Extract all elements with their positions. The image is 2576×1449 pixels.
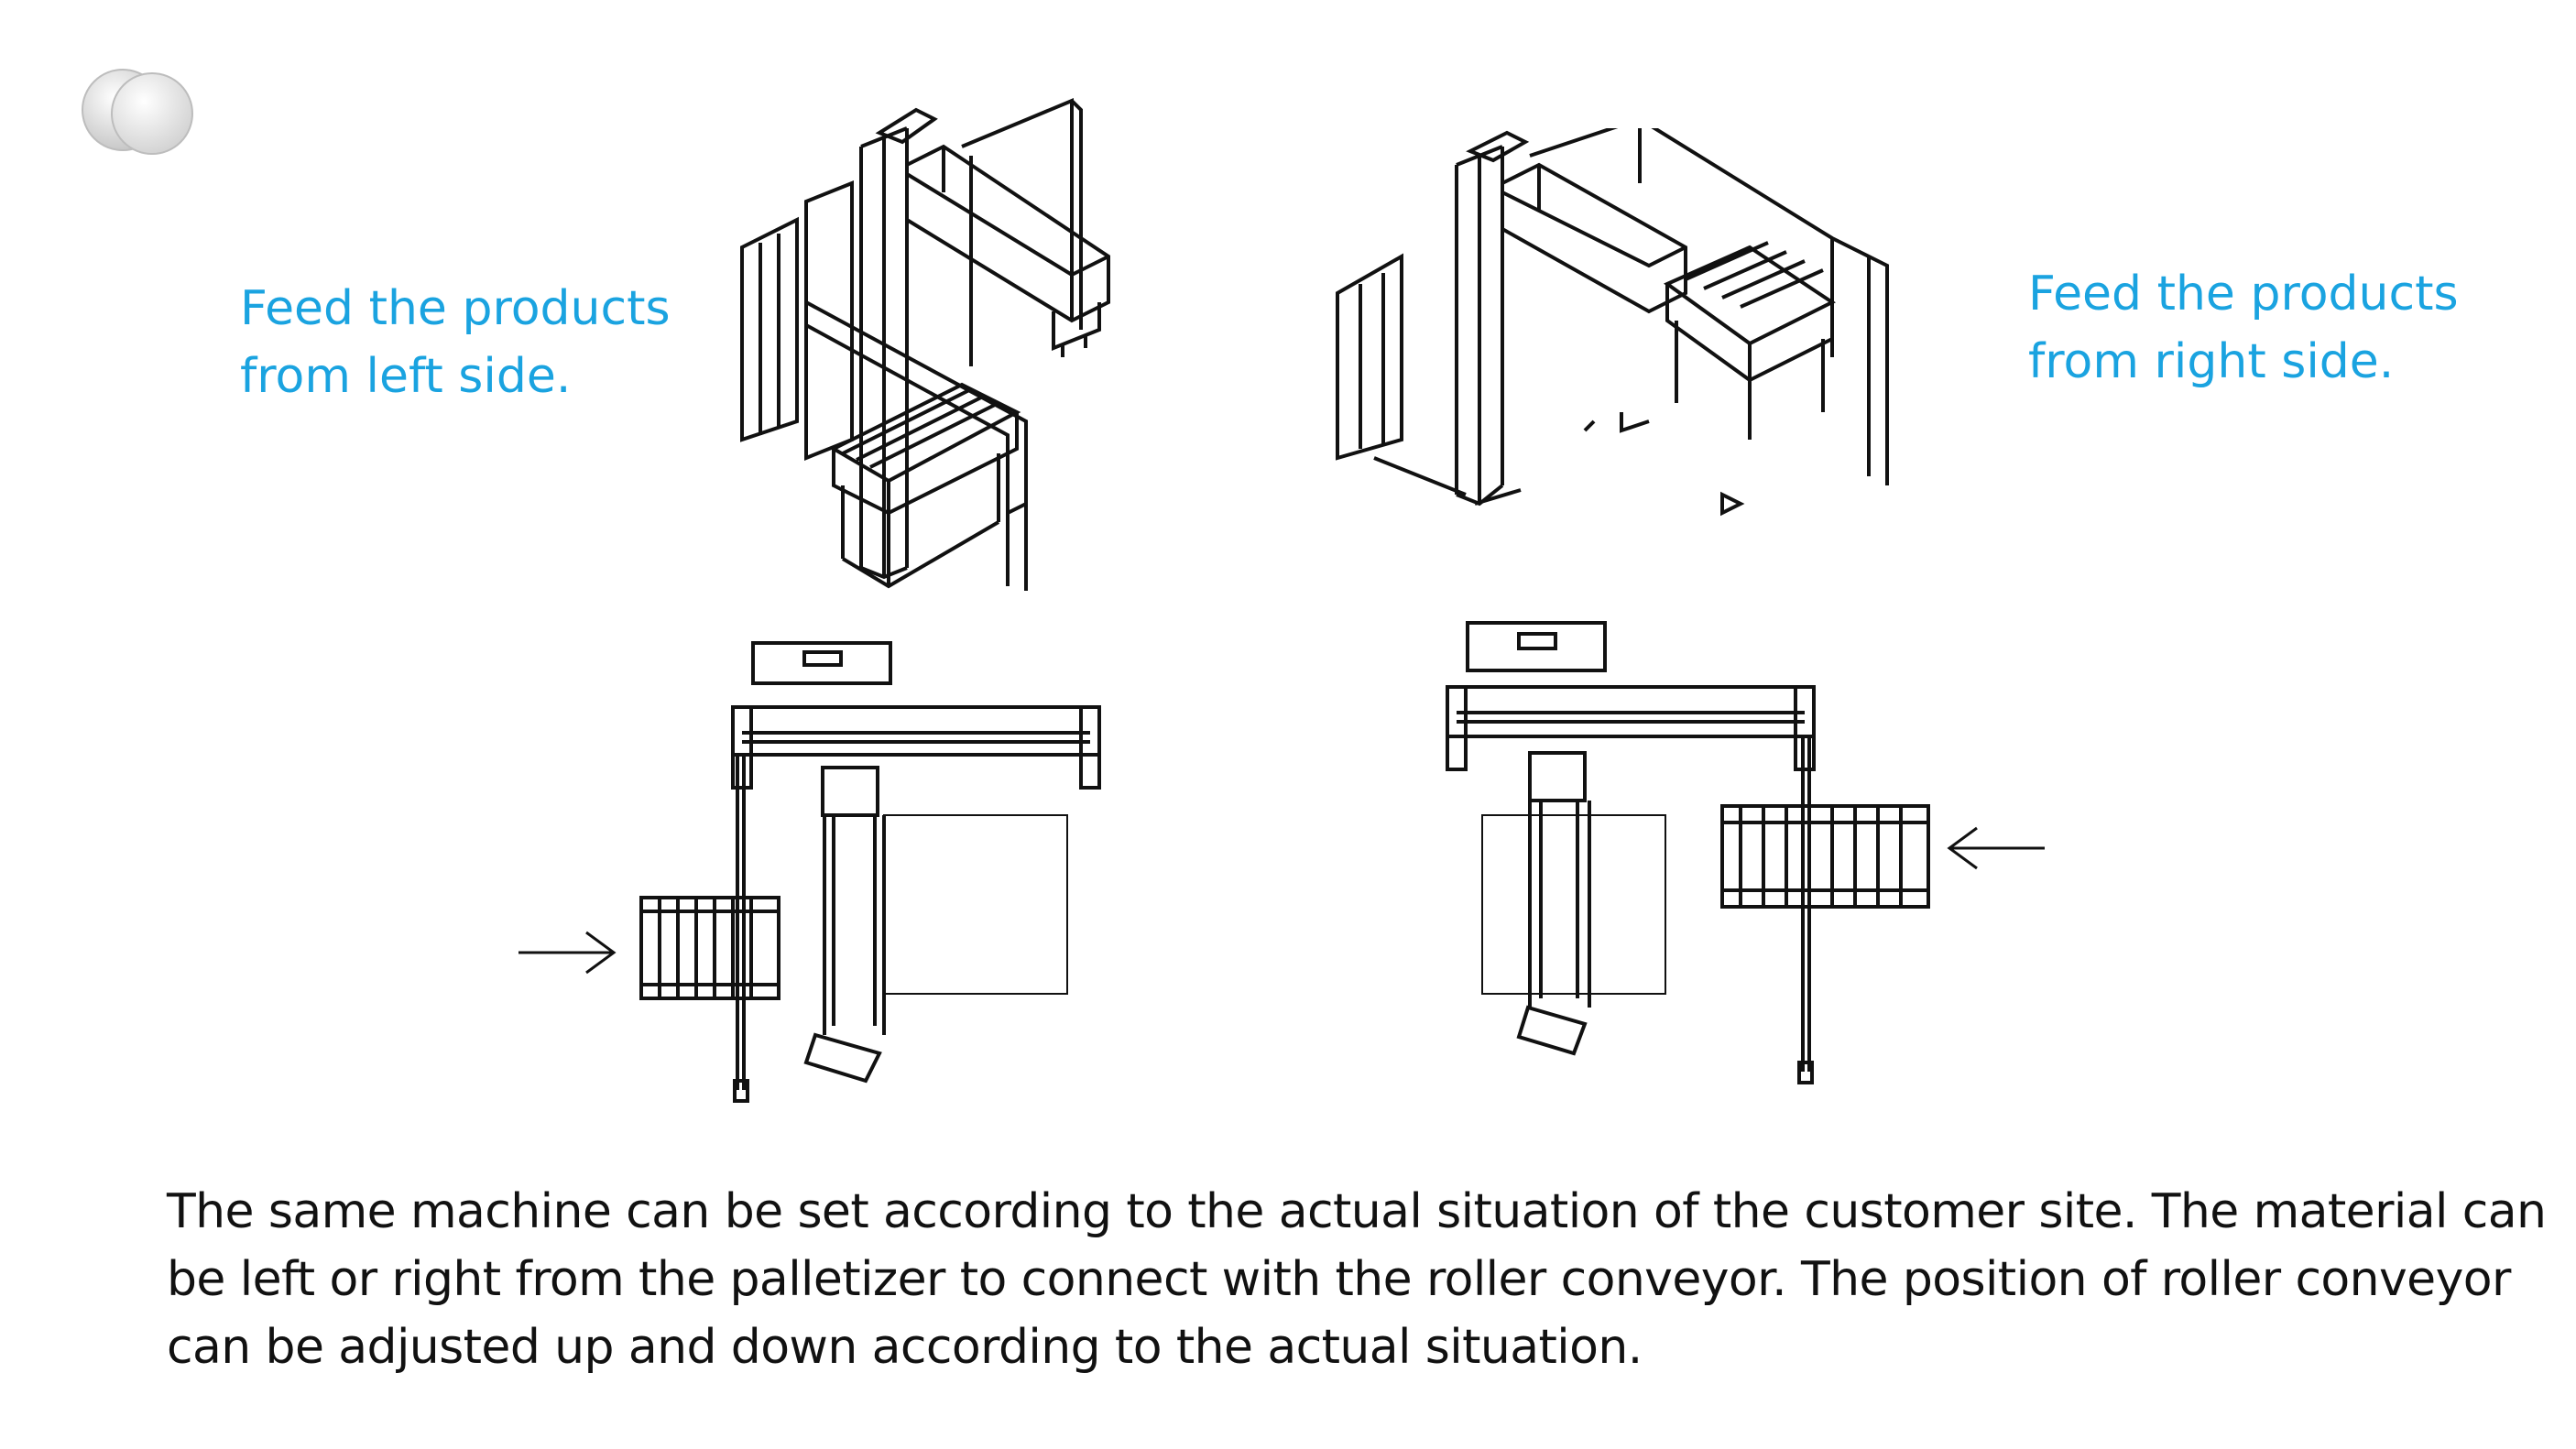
palletizer-top-view-left-feed	[639, 641, 1101, 1103]
arrow-right-icon	[518, 931, 617, 975]
caption-left-line2: from left side.	[240, 349, 572, 404]
palletizer-isometric-right-feed	[1336, 128, 1889, 517]
palletizer-top-view-right-feed	[1446, 621, 1930, 1084]
description-paragraph: The same machine can be set according to…	[167, 1178, 2547, 1381]
description-line-2: be left or right from the palletizer to …	[167, 1252, 2511, 1307]
arrow-left-icon	[1947, 826, 2045, 870]
description-line-1: The same machine can be set according to…	[167, 1184, 2547, 1239]
caption-left-line1: Feed the products	[240, 281, 671, 336]
double-circle-logo	[82, 69, 193, 155]
description-line-3: can be adjusted up and down according to…	[167, 1320, 1643, 1375]
caption-right-line2: from right side.	[2028, 334, 2395, 389]
caption-right-line1: Feed the products	[2028, 267, 2459, 321]
palletizer-isometric-left-feed	[740, 98, 1110, 591]
caption-feed-left: Feed the products from left side.	[240, 275, 671, 410]
caption-feed-right: Feed the products from right side.	[2028, 260, 2459, 396]
